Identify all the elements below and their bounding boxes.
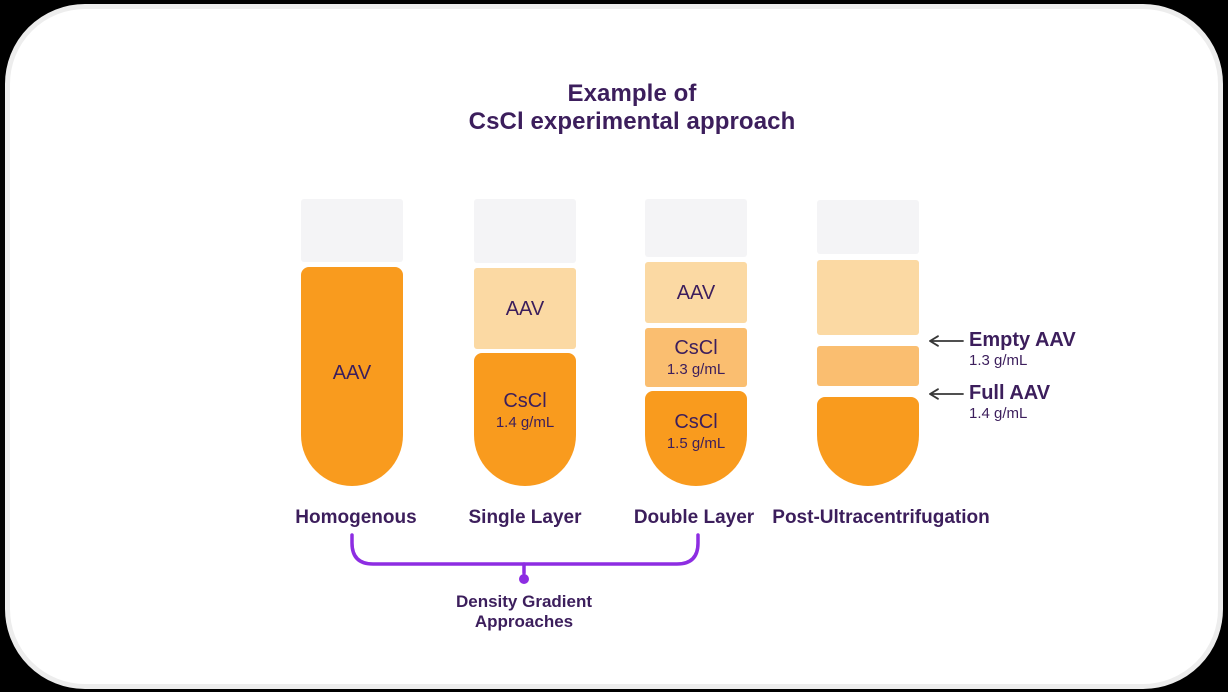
left-arrow-icon [929,335,964,347]
aav-homogenous-layer: AAV [301,267,403,486]
aav-layer: AAV [645,262,747,323]
diagram-title-line2: CsCl experimental approach [468,108,796,135]
tube-homogenous: AAV [301,0,403,692]
layer-label: CsCl [674,411,718,433]
cscl-1-4-layer: CsCl 1.4 g/mL [474,353,576,486]
layer-label: CsCl [674,337,718,359]
cscl-1-3-layer: CsCl 1.3 g/mL [645,328,747,387]
annotation-text: Full AAV 1.4 g/mL [969,382,1051,423]
air-gap [817,200,919,254]
bracket-label-line1: Density Gradient [455,592,593,611]
annotation-label: Full AAV [969,382,1051,404]
tube-single-layer: AAV CsCl 1.4 g/mL [474,0,576,692]
annotation-text: Empty AAV 1.3 g/mL [969,329,1076,370]
annotation-density: 1.4 g/mL [969,405,1028,422]
layer-label: AAV [676,281,716,304]
tube-label-homogenous: Homogenous [295,507,417,528]
bracket-label-line2: Approaches [474,612,574,631]
diagram-title: Example of CsCl experimental approach [314,80,950,136]
tube-label-post-ultracentrifugation: Post-Ultracentrifugation [772,507,990,528]
bracket-label: Density Gradient Approaches [374,592,674,632]
air-gap [474,199,576,263]
density-gradient-bracket-icon [350,533,700,584]
diagram-title-line1: Example of [567,80,697,107]
layer-label: AAV [505,297,545,320]
layer-density: 1.3 g/mL [666,361,726,378]
diffuse-band [817,260,919,335]
layer-label: AAV [332,361,372,384]
tube-post-ultracentrifugation [817,0,919,692]
empty-aav-band [817,346,919,386]
annotation-full-aav: Full AAV 1.4 g/mL [926,383,1050,422]
left-arrow-icon [929,388,964,400]
air-gap [645,199,747,257]
full-aav-band [817,397,919,486]
layer-label: CsCl [503,390,547,412]
aav-layer: AAV [474,268,576,349]
cscl-1-5-layer: CsCl 1.5 g/mL [645,391,747,486]
layer-density: 1.5 g/mL [666,435,726,452]
tube-double-layer: AAV CsCl 1.3 g/mL CsCl 1.5 g/mL [645,0,747,692]
annotation-label: Empty AAV [969,329,1076,351]
tube-label-single-layer: Single Layer [468,507,582,528]
air-gap [301,199,403,262]
tube-label-double-layer: Double Layer [633,507,755,528]
layer-density: 1.4 g/mL [495,414,555,431]
annotation-empty-aav: Empty AAV 1.3 g/mL [926,330,1076,369]
annotation-density: 1.3 g/mL [969,352,1028,369]
card [5,4,1223,689]
